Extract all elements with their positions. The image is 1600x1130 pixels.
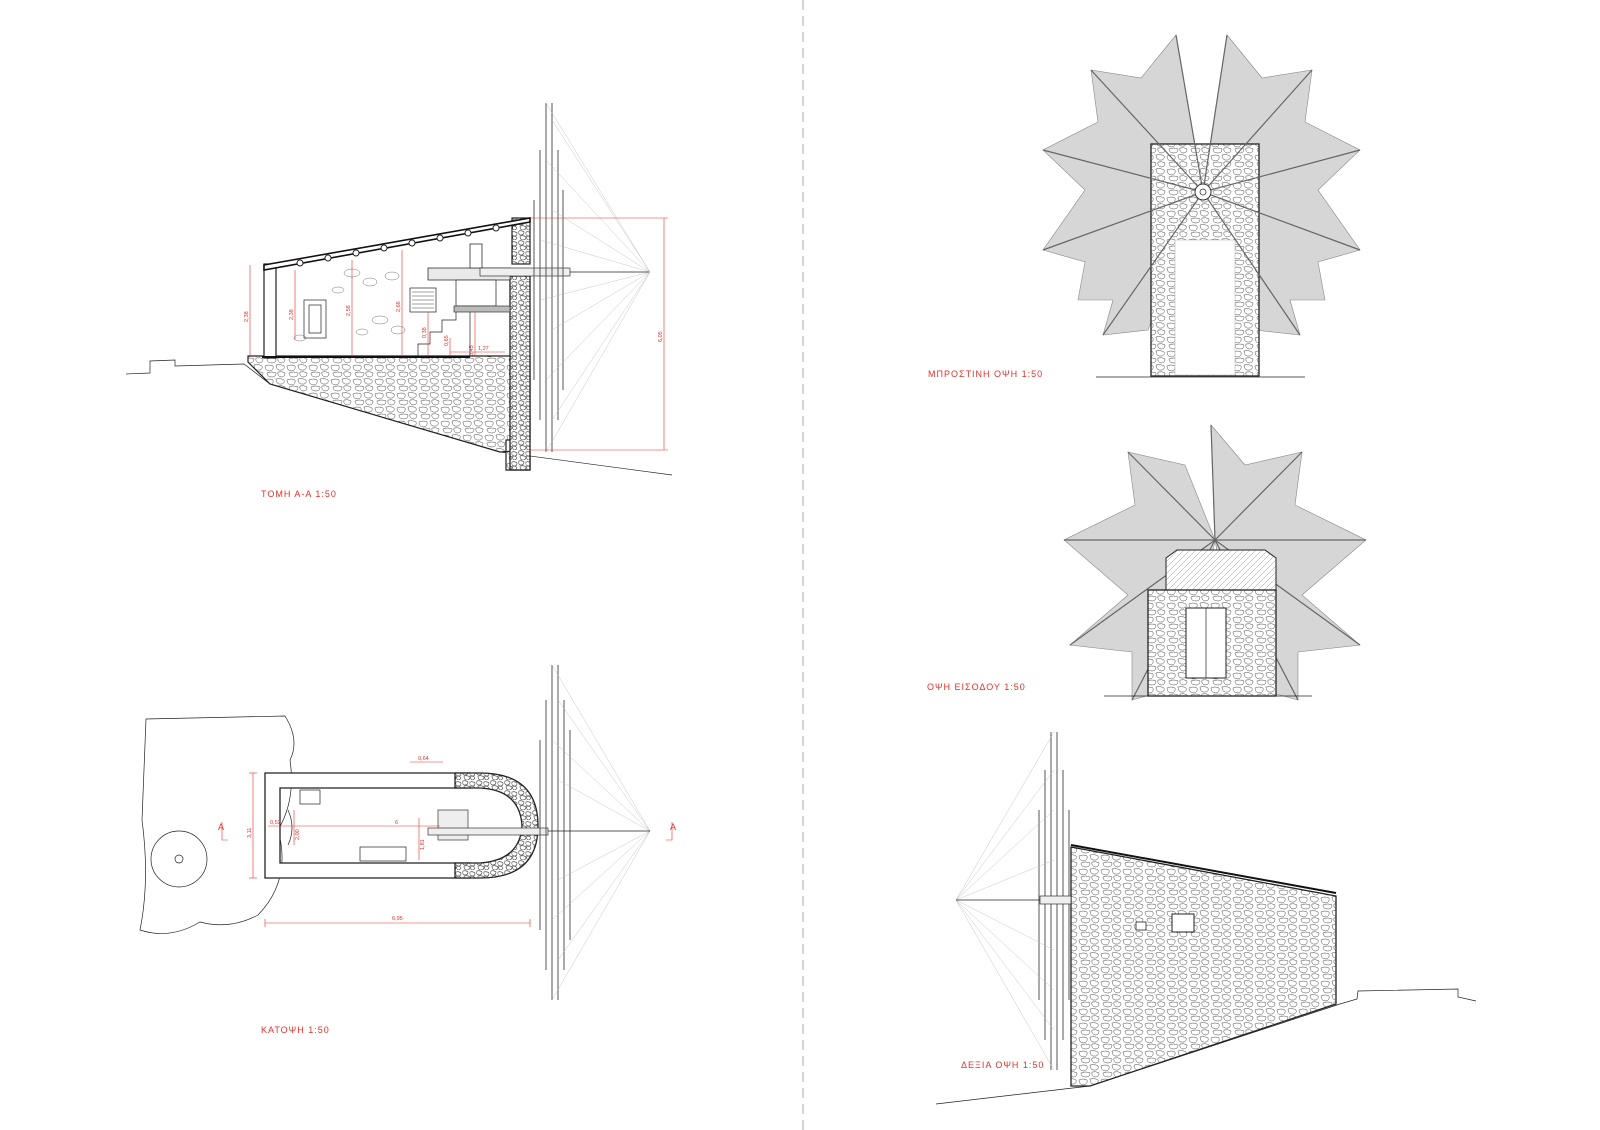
section-dim-7: 1,27 [478,346,489,352]
plan-dim-5: 6 [395,820,398,826]
section-dim-2: 2,58 [346,305,352,316]
plan-drawing: 0,64 3,11 0,52 2,00 6 1,81 6,95 A A ΚΑΤΟ… [139,664,677,1035]
section-dim-8: 6,05 [658,331,664,342]
section-dim-4: 0,38 [422,327,428,338]
section-caption: ΤΟΜΗ Α-Α 1:50 [261,489,337,499]
plan-dim-4: 2,00 [295,829,301,840]
plan-dim-7: 6,95 [392,916,403,922]
svg-text:A: A [670,822,677,832]
plan-dim-1: 0,64 [418,756,429,762]
section-marker-right: A [666,822,677,841]
section-marker-left: A [218,822,228,841]
section-dim-9: 2,38 [289,309,295,320]
front-elevation: ΜΠΡΟΣΤΙΝΗ ΟΨΗ 1:50 [928,34,1361,379]
section-dim-1: 2,38 [244,311,250,322]
plan-caption: ΚΑΤΟΨΗ 1:50 [261,1025,330,1035]
section-drawing: 2,38 2,58 2,66 0,38 0,65 0,45 1,27 6,05 … [125,102,673,499]
plan-dim-2: 3,11 [247,828,253,838]
right-elevation: ΔΕΞΙΑ ΟΨΗ 1:50 [935,731,1477,1105]
right-caption: ΔΕΞΙΑ ΟΨΗ 1:50 [961,1060,1044,1070]
entrance-elevation: ΟΨΗ ΕΙΣΟΔΟΥ 1:50 [927,424,1367,701]
plan-dim-6: 1,81 [420,839,426,850]
svg-text:A: A [218,822,225,832]
entrance-caption: ΟΨΗ ΕΙΣΟΔΟΥ 1:50 [927,682,1026,692]
section-dim-5: 0,65 [444,335,450,346]
section-dim-6: 0,45 [469,345,475,356]
plan-dim-3: 0,52 [270,820,281,826]
section-dim-3: 2,66 [396,301,402,312]
front-caption: ΜΠΡΟΣΤΙΝΗ ΟΨΗ 1:50 [928,369,1043,379]
